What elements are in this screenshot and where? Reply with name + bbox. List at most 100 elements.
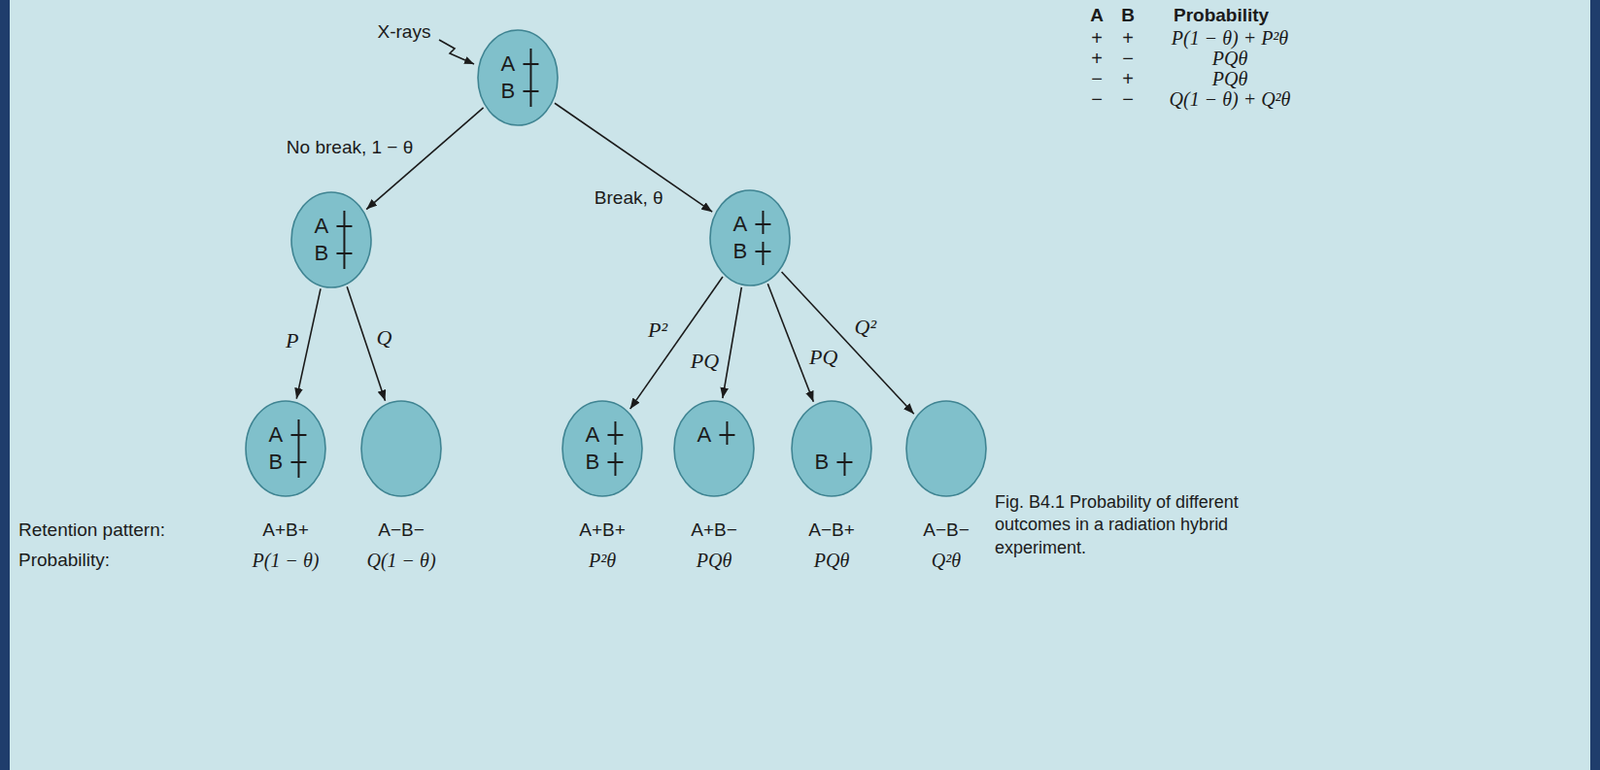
cell-ellipse <box>710 190 790 286</box>
cell-outline <box>790 400 873 498</box>
cell-ellipse <box>477 30 558 126</box>
branch-arrow <box>296 288 321 399</box>
chromosome-fragment <box>761 241 764 266</box>
branch-probability: Break, θ <box>594 187 664 209</box>
marker-letter: B <box>815 449 830 475</box>
cell-ellipse <box>906 401 987 497</box>
retention-pattern: A−B− <box>922 519 970 542</box>
row-heading: Retention pattern: <box>18 519 166 542</box>
cell-oval: AB <box>561 400 644 498</box>
cell-ellipse <box>245 401 326 497</box>
branch-probability: Q <box>375 325 392 350</box>
chromosome-fragment <box>613 421 616 445</box>
retention-pattern: A+B+ <box>262 519 309 542</box>
marker-letter: B <box>501 78 516 103</box>
retention-pattern: A+B+ <box>578 519 626 542</box>
branch-probability: PQ <box>690 348 719 374</box>
marker-locus <box>836 461 852 464</box>
marker-locus <box>754 250 771 253</box>
cell-outline <box>476 29 559 127</box>
chromosome-fragment <box>529 48 532 107</box>
chromosome-symbol <box>754 210 771 266</box>
chromosome-fragment <box>761 210 764 235</box>
marker-letter: A <box>269 422 284 447</box>
chromosome-symbol <box>836 452 852 477</box>
branch-arrow <box>722 287 742 399</box>
marker-locus <box>607 434 623 437</box>
chromosome-symbol <box>290 419 307 478</box>
cell-outline <box>673 400 755 498</box>
marker-locus <box>336 225 352 228</box>
branch-arrow <box>630 276 723 409</box>
table-header: Probability <box>1173 4 1269 27</box>
cell-oval: AB <box>290 191 373 289</box>
retention-pattern: A−B+ <box>808 519 855 542</box>
marker-letter: B <box>585 449 601 475</box>
branch-arrow <box>554 102 713 212</box>
cell-ellipse <box>791 401 872 497</box>
cell-outline <box>244 400 327 498</box>
frame-strip <box>0 0 10 770</box>
frame-strip <box>1590 0 1600 770</box>
cell-outline <box>290 191 373 289</box>
chromosome-fragment <box>613 452 616 477</box>
branch-arrow <box>767 283 814 403</box>
cell-outline <box>709 189 791 287</box>
cell-outline <box>905 400 988 498</box>
table-header: B <box>1121 4 1135 27</box>
cell-ellipse <box>361 401 442 497</box>
table-cell: + <box>1122 68 1134 91</box>
cell-ellipse <box>674 401 754 497</box>
table-cell: + <box>1090 47 1103 70</box>
figure-caption: Fig. B4.1 Probability of different outco… <box>994 491 1277 560</box>
branch-probability: Q² <box>854 314 877 340</box>
cell-outline <box>561 400 644 498</box>
table-cell: − <box>1090 68 1103 91</box>
marker-locus <box>522 63 539 66</box>
branch-probability: PQ <box>809 344 838 370</box>
marker-letter: B <box>314 240 330 266</box>
outcome-probability: P²θ <box>588 549 616 573</box>
marker-locus <box>754 223 771 226</box>
table-header: A <box>1089 4 1104 27</box>
table-cell: + <box>1090 27 1103 50</box>
marker-locus <box>290 434 307 437</box>
branch-probability: P <box>285 328 299 353</box>
outcome-probability: Q(1 − θ) <box>366 549 436 573</box>
marker-locus <box>290 461 307 464</box>
table-cell: PQθ <box>1212 68 1248 91</box>
table-cell: + <box>1122 27 1134 50</box>
table-cell: − <box>1090 88 1103 111</box>
marker-letter: A <box>314 213 330 239</box>
chromosome-fragment <box>342 210 345 270</box>
marker-locus <box>718 434 735 437</box>
cell-oval: B <box>790 400 873 498</box>
marker-locus <box>522 90 539 93</box>
marker-letter: A <box>501 51 516 76</box>
chromosome-symbol <box>607 421 623 477</box>
cell-ellipse <box>562 401 643 497</box>
cell-oval: AB <box>476 29 559 127</box>
branch-probability: No break, 1 − θ <box>286 136 413 159</box>
chromosome-fragment <box>297 419 300 478</box>
branch-probability: P² <box>647 317 668 342</box>
retention-pattern: A+B− <box>690 519 738 542</box>
xray-bolt <box>439 39 475 65</box>
marker-letter: B <box>733 238 749 264</box>
chromosome-fragment <box>843 452 846 477</box>
table-cell: − <box>1122 88 1134 111</box>
cell-oval <box>905 400 988 498</box>
cell-ellipse <box>291 192 372 288</box>
chromosome-symbol <box>336 210 352 270</box>
outcome-probability: P(1 − θ) <box>252 549 320 573</box>
chromosome-symbol <box>718 421 735 445</box>
marker-locus <box>336 252 352 255</box>
row-heading: Probability: <box>18 549 110 572</box>
chromosome-symbol <box>522 48 539 107</box>
marker-letter: A <box>697 422 713 447</box>
cell-oval: AB <box>244 400 327 498</box>
outcome-probability: PQθ <box>814 549 850 573</box>
